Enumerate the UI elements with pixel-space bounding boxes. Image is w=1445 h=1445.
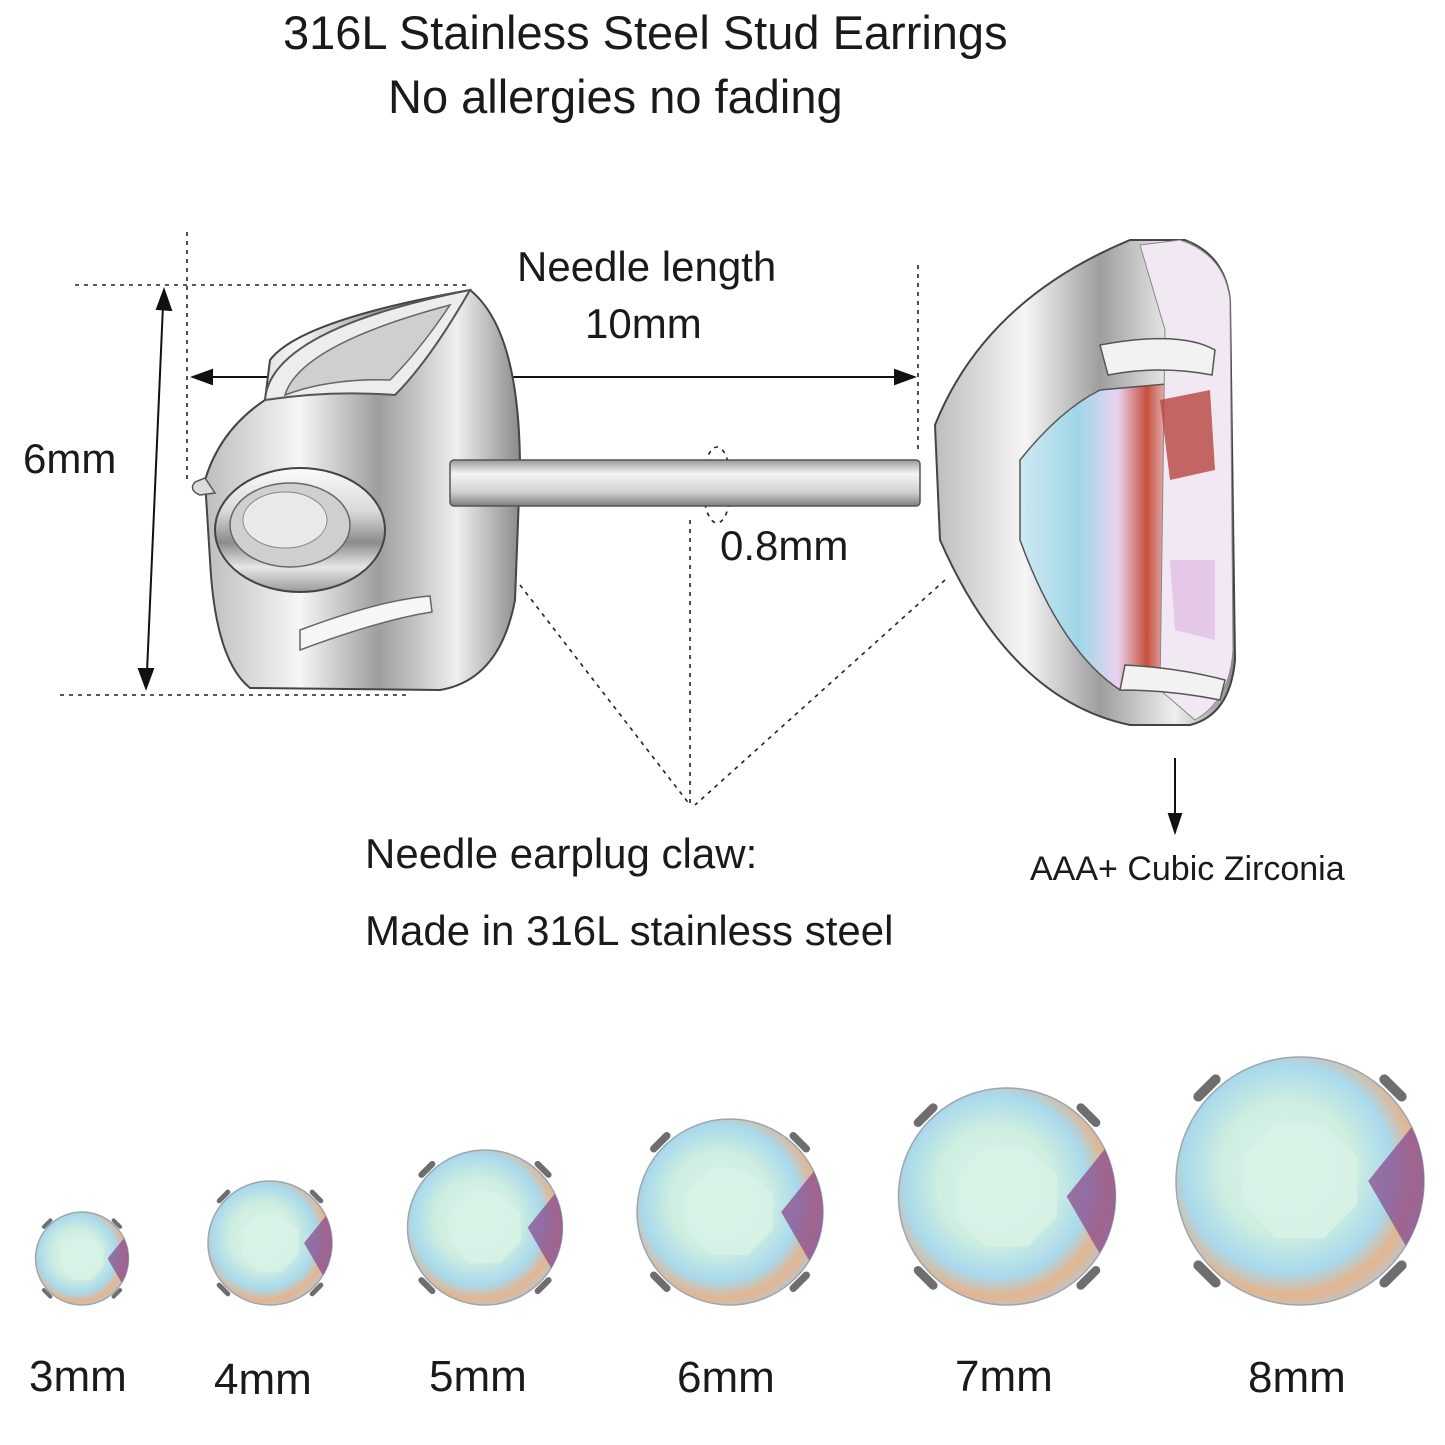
gem-claw: [1379, 1074, 1407, 1102]
gem-claw: [789, 1132, 810, 1153]
gem-table: [60, 1237, 104, 1280]
size-label: 7mm: [955, 1352, 1053, 1401]
gem-claw: [789, 1271, 810, 1292]
stone-arrow: [1167, 758, 1183, 836]
material-line-2: Made in 316L stainless steel: [365, 907, 894, 954]
gem-facet: [107, 1238, 129, 1283]
gem-stud-7mm: [897, 1087, 1117, 1306]
gem-claw: [41, 1288, 53, 1299]
size-label: 5mm: [429, 1352, 527, 1401]
gem-claw: [111, 1218, 123, 1229]
gem-claw: [1193, 1074, 1221, 1102]
gem-facet: [1368, 1127, 1424, 1246]
gem-claw: [418, 1160, 436, 1178]
gem-claw: [1193, 1260, 1221, 1288]
gem-claw: [650, 1132, 671, 1153]
earring-pin: [449, 459, 921, 507]
gem-stud-6mm: [636, 1118, 824, 1306]
gem-claw: [534, 1160, 552, 1178]
size-label: 6mm: [677, 1353, 775, 1402]
material-line-1: Needle earplug claw:: [365, 830, 758, 877]
gem-claw: [216, 1282, 231, 1297]
gem-table: [956, 1146, 1058, 1247]
earring-back-clutch: [191, 288, 522, 692]
gem-table: [1242, 1123, 1358, 1239]
gem-claw: [650, 1271, 671, 1292]
gem-stud-8mm: [1175, 1056, 1425, 1306]
gem-facet: [304, 1216, 332, 1276]
height-label: 6mm: [23, 435, 117, 482]
gem-claw: [216, 1189, 231, 1204]
size-lineup: [34, 1056, 1425, 1306]
size-label: 4mm: [214, 1355, 312, 1404]
page-subtitle: No allergies no fading: [388, 70, 843, 123]
gem-claw: [309, 1282, 324, 1297]
gem-facet: [781, 1171, 823, 1261]
needle-length-label: Needle length: [517, 243, 777, 290]
stone-label: AAA+ Cubic Zirconia: [1030, 850, 1345, 888]
gem-facet: [1066, 1149, 1116, 1254]
needle-diameter-label: 0.8mm: [720, 522, 849, 569]
gem-claw: [41, 1218, 53, 1229]
gem-table: [241, 1214, 299, 1272]
gem-claw: [418, 1277, 436, 1295]
gem-stud-5mm: [406, 1149, 564, 1306]
page-title: 316L Stainless Steel Stud Earrings: [283, 6, 1008, 59]
needle-length-value: 10mm: [585, 300, 702, 347]
gem-table: [449, 1191, 521, 1264]
gem-claw: [111, 1288, 123, 1299]
gem-claw: [913, 1103, 938, 1128]
gem-table: [687, 1169, 773, 1255]
size-label: 8mm: [1248, 1353, 1346, 1402]
dimension-guides: [60, 232, 946, 806]
gem-claw: [1379, 1260, 1407, 1288]
height-arrow: [137, 287, 173, 691]
size-label: 3mm: [29, 1352, 127, 1401]
gem-claw: [913, 1265, 938, 1290]
gem-claw: [534, 1277, 552, 1295]
gem-stud-4mm: [207, 1180, 333, 1306]
gem-stud-3mm: [34, 1211, 130, 1306]
gem-facet: [527, 1193, 563, 1269]
gem-claw: [309, 1189, 324, 1204]
earring-stud-head: [933, 239, 1237, 726]
gem-claw: [1076, 1265, 1101, 1290]
gem-claw: [1076, 1103, 1101, 1128]
